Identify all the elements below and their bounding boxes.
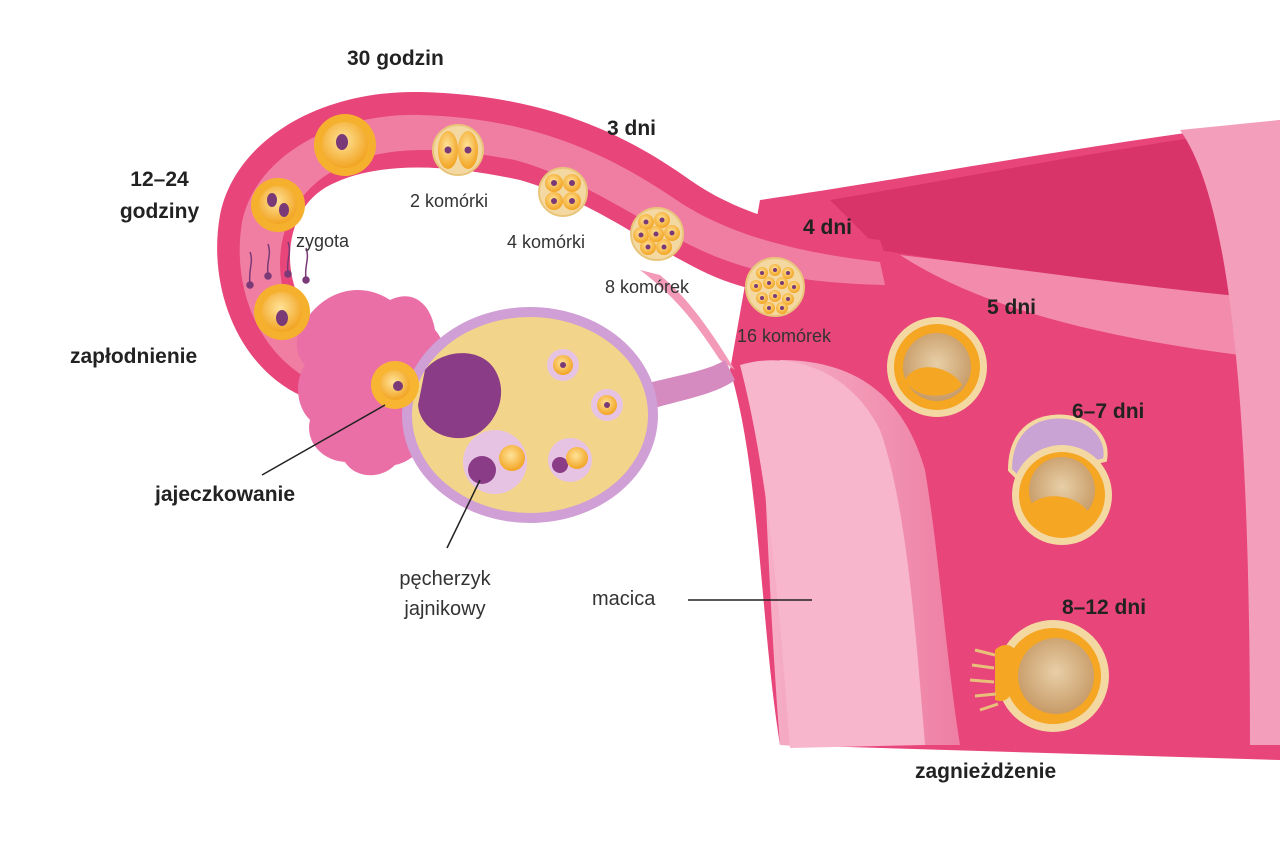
label-8-12d: 8–12 dni (1062, 596, 1147, 619)
label-follicle-line1: pęcherzyk (399, 568, 491, 590)
label-8-cells: 8 komórek (605, 277, 690, 297)
tube-isthmus (640, 270, 735, 370)
follicle-leader (446, 479, 481, 549)
label-5d: 5 dni (987, 296, 1037, 319)
label-30h: 30 godzin (347, 47, 444, 70)
label-follicle-line2: jajnikowy (404, 598, 486, 620)
ovulation-leader (261, 404, 386, 476)
uterus-fold-top (830, 125, 1280, 300)
fertilization-egg (254, 284, 310, 340)
label-4d: 4 dni (803, 216, 853, 239)
label-2-cells: 2 komórki (410, 191, 489, 211)
label-3d: 3 dni (607, 117, 657, 140)
uterus-fold-mid (900, 255, 1280, 360)
label-fertilization: zapłodnienie (70, 345, 198, 368)
sperm-cells (246, 241, 310, 289)
ovulated-egg (371, 361, 419, 409)
uterus-inner-fold (740, 360, 925, 748)
label-ovulation: jajeczkowanie (155, 483, 296, 506)
blastocyst-6-7d (1007, 414, 1112, 545)
ovarian-ligament (640, 360, 735, 410)
label-uterus: macica (592, 588, 656, 610)
label-12-24: 12–24 (130, 168, 189, 191)
label-zygota: zygota (296, 231, 350, 251)
label-6-7d: 6–7 dni (1072, 400, 1145, 423)
blastocyst-5d (887, 317, 987, 417)
label-4-cells: 4 komórki (507, 232, 586, 252)
cell-2 (432, 124, 484, 176)
zygote-cell (251, 178, 305, 232)
label-implantation: zagnieżdżenie (915, 760, 1057, 783)
uterus-right-wall (1180, 120, 1280, 745)
cell-16 (745, 257, 805, 317)
cell-4 (538, 167, 588, 217)
cell-8 (630, 207, 684, 261)
cell-30h (314, 114, 376, 176)
label-godziny: godziny (119, 200, 200, 223)
ovary-follicles (463, 349, 623, 494)
ruptured-follicle (418, 353, 502, 439)
label-16-cells: 16 komórek (737, 326, 832, 346)
blastocyst-8-12d (969, 620, 1109, 732)
